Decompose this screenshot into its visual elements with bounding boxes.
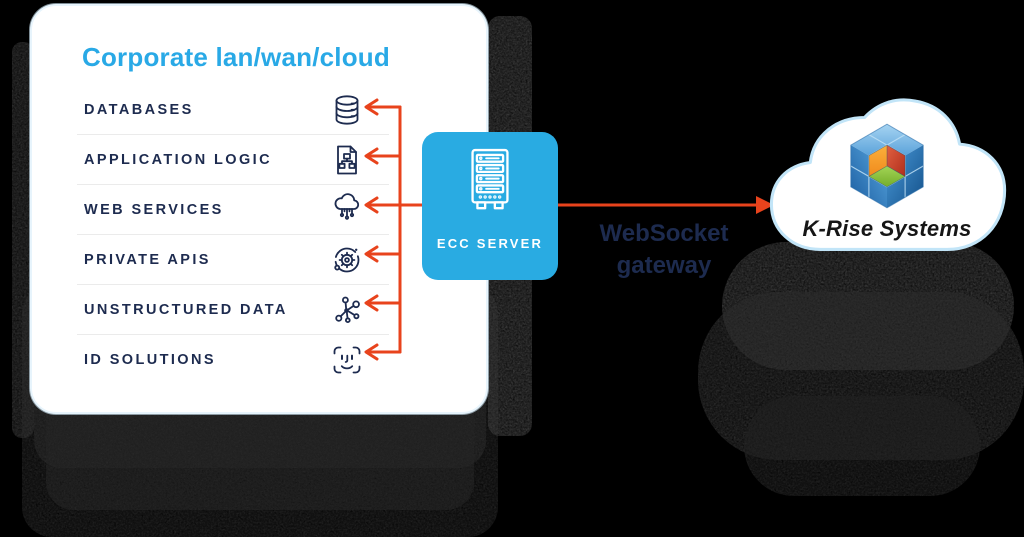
krise-cloud: K-Rise Systems [756, 94, 1018, 274]
server-rack-icon [459, 146, 521, 225]
cloud-shadow-layer [744, 396, 980, 496]
ecc-server-label: ECC SERVER [436, 236, 544, 251]
list-item-label: APPLICATION LOGIC [84, 151, 272, 168]
resource-list: DATABASES APPLICATION LOGIC [77, 85, 389, 384]
unstructured-data-icon [329, 292, 365, 328]
ecc-server-box: ECC SERVER [422, 132, 558, 280]
id-solutions-icon [329, 342, 365, 378]
list-item-application-logic: APPLICATION LOGIC [77, 135, 389, 185]
application-logic-icon [329, 142, 365, 178]
corporate-network-card: Corporate lan/wan/cloud DATABASES APPLIC… [30, 4, 488, 414]
list-item-label: WEB SERVICES [84, 201, 224, 218]
private-apis-icon [329, 242, 365, 278]
list-item-label: ID SOLUTIONS [84, 351, 216, 368]
card-title: Corporate lan/wan/cloud [82, 42, 390, 72]
web-services-icon [329, 192, 365, 228]
database-icon [329, 92, 365, 128]
websocket-label-line2: gateway [616, 252, 712, 279]
websocket-gateway-label: WebSocket gateway [556, 218, 772, 282]
list-item-databases: DATABASES [77, 85, 389, 135]
list-item-web-services: WEB SERVICES [77, 185, 389, 235]
list-item-id-solutions: ID SOLUTIONS [77, 335, 389, 384]
list-item-label: UNSTRUCTURED DATA [84, 301, 288, 318]
list-item-unstructured-data: UNSTRUCTURED DATA [77, 285, 389, 335]
websocket-label-line1: WebSocket [599, 220, 729, 247]
list-item-label: DATABASES [84, 101, 194, 118]
card-shadow-left [12, 42, 34, 438]
krise-brand-text: K-Rise Systems [802, 216, 972, 241]
krise-cube-logo [848, 120, 926, 217]
list-item-private-apis: PRIVATE APIS [77, 235, 389, 285]
list-item-label: PRIVATE APIS [84, 251, 211, 268]
